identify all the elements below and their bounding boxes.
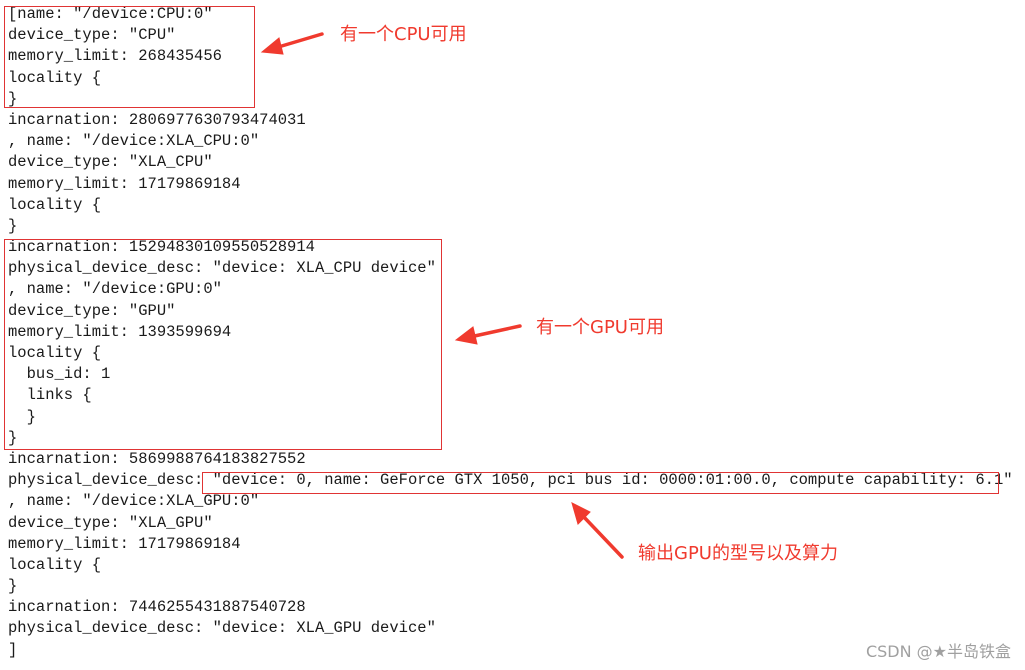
gpu-model-highlight-box (202, 472, 999, 494)
console-line: } (8, 428, 18, 447)
console-line: physical_device_desc: "device: XLA_CPU d… (8, 259, 436, 278)
console-line: device_type: "GPU" (8, 301, 176, 320)
console-line: links { (8, 386, 92, 405)
console-line: bus_id: 1 (8, 365, 111, 384)
console-line: memory_limit: 268435456 (8, 47, 222, 66)
console-line: incarnation: 15294830109550528914 (8, 238, 315, 257)
console-line: locality { (8, 195, 102, 214)
console-line: } (8, 577, 18, 596)
console-output: [name: "/device:CPU:0" device_type: "CPU… (8, 4, 1013, 661)
console-line: memory_limit: 1393599694 (8, 322, 232, 341)
gpu-device-highlight-box (4, 239, 442, 450)
console-line: physical_device_desc: "device: XLA_GPU d… (8, 619, 436, 638)
console-line: , name: "/device:XLA_CPU:0" (8, 132, 260, 151)
console-line: } (8, 89, 18, 108)
console-line: locality { (8, 344, 102, 362)
console-line: device_type: "XLA_CPU" (8, 153, 213, 172)
console-line: incarnation: 5869988764183827552 (8, 449, 306, 468)
console-line: device_type: "XLA_GPU" (8, 513, 213, 532)
console-line: incarnation: 2806977630793474031 (8, 110, 306, 129)
console-line: } (8, 407, 36, 426)
console-line: , name: "/device:GPU:0" (8, 280, 222, 299)
watermark: CSDN @★半岛铁盒 (865, 642, 1011, 661)
console-line: locality { (8, 555, 102, 574)
console-line: , name: "/device:XLA_GPU:0" (8, 492, 260, 511)
console-line: } (8, 216, 18, 235)
console-line: incarnation: 7446255431887540728 (8, 598, 306, 617)
cpu-device-highlight-box (4, 6, 255, 108)
console-line: memory_limit: 17179869184 (8, 174, 241, 193)
gpu-annotation: 有一个GPU可用 (536, 317, 664, 338)
cpu-annotation: 有一个CPU可用 (340, 24, 467, 45)
console-line: [name: "/device:CPU:0" (8, 5, 213, 23)
console-line: ] (8, 640, 18, 659)
console-line: locality { (8, 68, 102, 87)
console-line: device_type: "CPU" (8, 26, 176, 45)
console-line: physical_device_desc: "device: 0, name: … (8, 471, 1013, 490)
gpu-model-annotation: 输出GPU的型号以及算力 (638, 543, 838, 564)
console-line: memory_limit: 17179869184 (8, 534, 241, 553)
